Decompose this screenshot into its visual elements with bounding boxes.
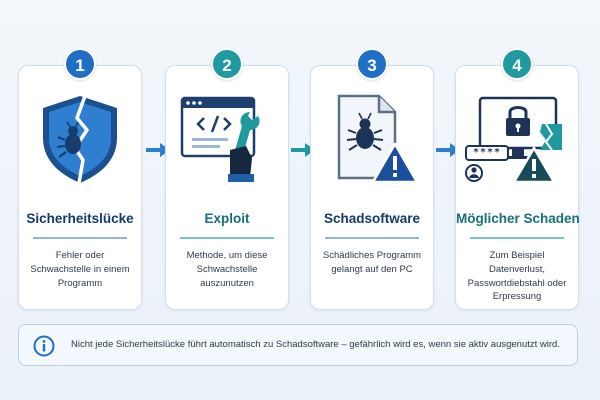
step-divider-2: [180, 237, 274, 239]
step-title-1: Sicherheitslücke: [26, 211, 134, 226]
step-description-1: Fehler oder Schwachstelle in einem Progr…: [30, 250, 130, 289]
info-icon: [33, 335, 55, 357]
step-description-3: Schädliches Programm gelangt auf den PC: [322, 250, 422, 275]
arrow-right-icon: [289, 140, 317, 160]
info-note-box: Nicht jede Sicherheitslücke führt automa…: [18, 324, 578, 366]
code-window-wrench-icon: [172, 88, 282, 188]
step-title-2: Exploit: [204, 211, 250, 226]
step-description-2: Methode, um diese Schwachstelle auszunut…: [186, 250, 268, 289]
password-mask-field: ****: [472, 147, 502, 158]
step-number-4: 4: [501, 48, 533, 80]
step-title-3: Schadsoftware: [323, 211, 421, 226]
step-card-1: 1 Sicherheitslücke Fehler oder Schwachst…: [18, 48, 142, 310]
step-number-1: 1: [64, 48, 96, 80]
step-number-2: 2: [211, 48, 243, 80]
arrow-right-icon: [144, 140, 172, 160]
step-card-2: 2 Exploit Methode, um diese Schwachstell…: [165, 48, 289, 310]
step-number-3: 3: [356, 48, 388, 80]
step-divider-3: [325, 237, 419, 239]
arrow-right-icon: [434, 140, 462, 160]
step-title-4: Möglicher Schaden: [456, 211, 580, 226]
info-note-text: Nicht jede Sicherheitslücke führt automa…: [71, 339, 560, 350]
broken-shield-bug-icon: [25, 88, 135, 188]
step-divider-4: [470, 237, 564, 239]
step-description-4: Zum Beispiel Datenverlust, Passwortdiebs…: [467, 250, 567, 303]
bug-file-warning-icon: [317, 88, 427, 188]
step-divider-1: [33, 237, 127, 239]
step-card-3: 3 Schadsoftware Schädliches Programm gel…: [310, 48, 434, 310]
step-card-4: 4 **** Möglicher Schaden Zum Beispiel Da…: [455, 48, 580, 310]
locked-monitor-damage-icon: ****: [462, 88, 572, 188]
